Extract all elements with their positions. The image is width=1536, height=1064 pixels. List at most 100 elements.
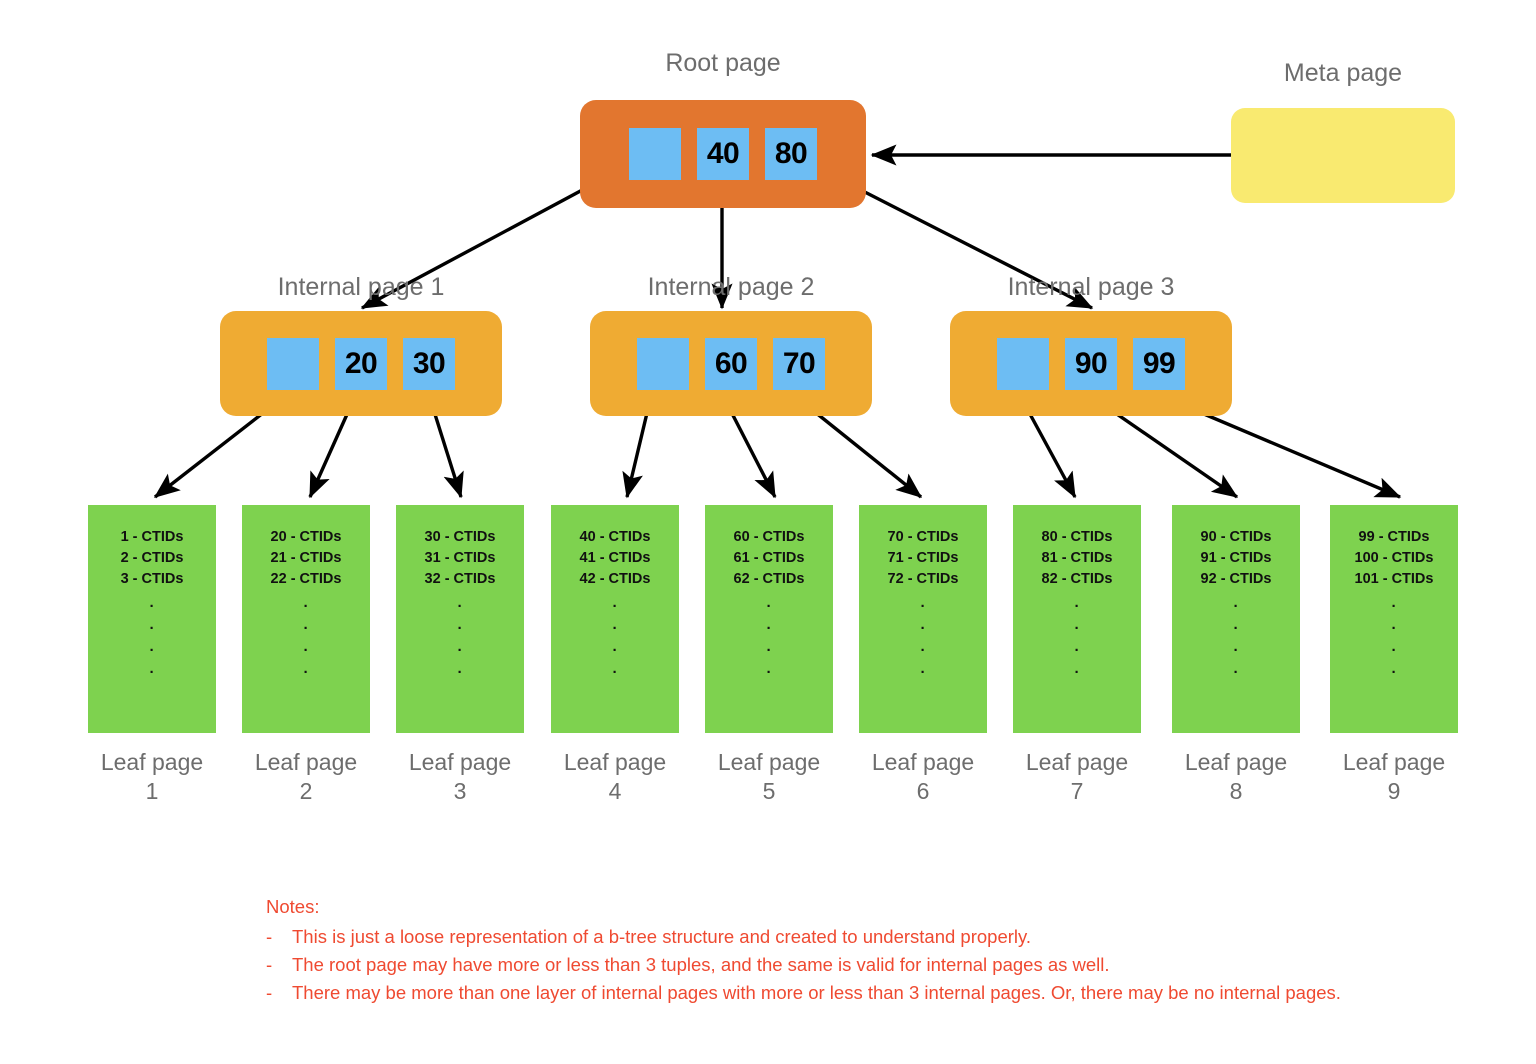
- notes-heading: Notes:: [266, 896, 320, 917]
- internal-page-2-tuple-2[interactable]: 70: [773, 337, 825, 390]
- leaf-page-9-caption: Leaf page 9: [1330, 748, 1458, 806]
- leaf-page-4[interactable]: 40 - CTIDs 41 - CTIDs 42 - CTIDs · · · ·: [551, 505, 679, 733]
- leaf-page-3[interactable]: 30 - CTIDs 31 - CTIDs 32 - CTIDs · · · ·: [396, 505, 524, 733]
- internal-page-1-title: Internal page 1: [277, 273, 445, 301]
- leaf-page-8-caption-line1: Leaf page: [1184, 749, 1288, 775]
- leaf-page-3-line-3: 32 - CTIDs: [424, 571, 496, 587]
- leaf-page-8[interactable]: 90 - CTIDs 91 - CTIDs 92 - CTIDs · · · ·: [1172, 505, 1300, 733]
- leaf-page-5-line-3: 62 - CTIDs: [733, 571, 805, 587]
- leaf-page-3-caption-line2: 3: [453, 778, 467, 804]
- note-bullet-2: -: [266, 954, 273, 975]
- leaf-page-6-caption-line1: Leaf page: [871, 749, 975, 775]
- leaf-page-9-caption-line2: 9: [1387, 778, 1401, 804]
- leaf-page-1-line-3: 3 - CTIDs: [120, 571, 184, 587]
- leaf-page-1-ellipsis: · · · ·: [149, 598, 155, 681]
- leaf-page-2-ellipsis: · · · ·: [303, 598, 309, 681]
- internal-page-1-tuple-row: 20 30: [267, 337, 455, 390]
- leaf-page-4-caption-line1: Leaf page: [563, 749, 667, 775]
- leaf-page-5-ellipsis: · · · ·: [766, 598, 772, 681]
- internal-page-3-tuple-1[interactable]: 90: [1065, 337, 1117, 390]
- leaf-page-8-line-3: 92 - CTIDs: [1200, 571, 1272, 587]
- note-item-2: - The root page may have more or less th…: [266, 951, 1386, 979]
- leaf-page-9[interactable]: 99 - CTIDs 100 - CTIDs 101 - CTIDs · · ·…: [1330, 505, 1458, 733]
- leaf-page-2[interactable]: 20 - CTIDs 21 - CTIDs 22 - CTIDs · · · ·: [242, 505, 370, 733]
- internal-page-3-title: Internal page 3: [1007, 273, 1175, 301]
- internal-page-2-title: Internal page 2: [647, 273, 815, 301]
- leaf-page-4-ellipsis: · · · ·: [612, 598, 618, 681]
- leaf-page-9-line-1: 99 - CTIDs: [1358, 529, 1430, 545]
- leaf-page-9-ellipsis: · · · ·: [1391, 598, 1397, 681]
- leaf-page-5[interactable]: 60 - CTIDs 61 - CTIDs 62 - CTIDs · · · ·: [705, 505, 833, 733]
- internal-page-1[interactable]: 20 30: [220, 311, 502, 416]
- internal-page-2-tuple-0[interactable]: [637, 337, 689, 390]
- leaf-page-8-caption: Leaf page 8: [1172, 748, 1300, 806]
- leaf-page-8-caption-line2: 8: [1229, 778, 1243, 804]
- note-bullet-1: -: [266, 926, 273, 947]
- leaf-page-5-caption-line1: Leaf page: [717, 749, 821, 775]
- leaf-page-4-line-1: 40 - CTIDs: [579, 529, 651, 545]
- leaf-page-3-caption: Leaf page 3: [396, 748, 524, 806]
- internal-page-1-tuple-2[interactable]: 30: [403, 337, 455, 390]
- leaf-page-3-line-2: 31 - CTIDs: [424, 550, 496, 566]
- leaf-page-7-line-2: 81 - CTIDs: [1041, 550, 1113, 566]
- leaf-page-2-line-1: 20 - CTIDs: [270, 529, 342, 545]
- leaf-page-2-caption-line1: Leaf page: [254, 749, 358, 775]
- internal-page-3[interactable]: 90 99: [950, 311, 1232, 416]
- leaf-page-2-caption-line2: 2: [299, 778, 313, 804]
- leaf-page-6-caption-line2: 6: [916, 778, 930, 804]
- leaf-page-1-line-1: 1 - CTIDs: [120, 529, 184, 545]
- leaf-page-7-line-3: 82 - CTIDs: [1041, 571, 1113, 587]
- note-text-3: There may be more than one layer of inte…: [292, 982, 1341, 1003]
- leaf-page-6[interactable]: 70 - CTIDs 71 - CTIDs 72 - CTIDs · · · ·: [859, 505, 987, 733]
- root-tuple-0[interactable]: [629, 128, 681, 180]
- leaf-page-9-line-3: 101 - CTIDs: [1354, 571, 1434, 587]
- note-bullet-3: -: [266, 982, 273, 1003]
- internal-page-2[interactable]: 60 70: [590, 311, 872, 416]
- leaf-page-6-line-1: 70 - CTIDs: [887, 529, 959, 545]
- leaf-page-3-ellipsis: · · · ·: [457, 598, 463, 681]
- leaf-page-2-line-3: 22 - CTIDs: [270, 571, 342, 587]
- root-tuple-1[interactable]: 40: [697, 128, 749, 180]
- leaf-page-5-line-1: 60 - CTIDs: [733, 529, 805, 545]
- root-page-title: Root page: [665, 49, 781, 77]
- meta-page[interactable]: [1231, 108, 1455, 203]
- meta-page-title: Meta page: [1283, 59, 1403, 87]
- leaf-page-7-caption-line2: 7: [1070, 778, 1084, 804]
- leaf-page-5-caption-line2: 5: [762, 778, 776, 804]
- leaf-page-5-line-2: 61 - CTIDs: [733, 550, 805, 566]
- internal-page-1-tuple-0[interactable]: [267, 337, 319, 390]
- root-tuple-2[interactable]: 80: [765, 128, 817, 180]
- leaf-page-6-line-3: 72 - CTIDs: [887, 571, 959, 587]
- leaf-page-9-caption-line1: Leaf page: [1342, 749, 1446, 775]
- leaf-page-7-line-1: 80 - CTIDs: [1041, 529, 1113, 545]
- leaf-page-6-ellipsis: · · · ·: [920, 598, 926, 681]
- leaf-page-1-line-2: 2 - CTIDs: [120, 550, 184, 566]
- leaf-page-8-line-1: 90 - CTIDs: [1200, 529, 1272, 545]
- internal-page-2-tuple-row: 60 70: [637, 337, 825, 390]
- leaf-page-4-caption-line2: 4: [608, 778, 622, 804]
- note-item-3: - There may be more than one layer of in…: [266, 979, 1386, 1007]
- leaf-page-4-line-2: 41 - CTIDs: [579, 550, 651, 566]
- leaf-page-1[interactable]: 1 - CTIDs 2 - CTIDs 3 - CTIDs · · · ·: [88, 505, 216, 733]
- leaf-page-4-caption: Leaf page 4: [551, 748, 679, 806]
- leaf-page-8-line-2: 91 - CTIDs: [1200, 550, 1272, 566]
- internal-page-3-tuple-2[interactable]: 99: [1133, 337, 1185, 390]
- leaf-page-5-caption: Leaf page 5: [705, 748, 833, 806]
- root-page[interactable]: 40 80: [580, 100, 866, 208]
- leaf-page-3-line-1: 30 - CTIDs: [424, 529, 496, 545]
- leaf-page-6-caption: Leaf page 6: [859, 748, 987, 806]
- leaf-page-2-line-2: 21 - CTIDs: [270, 550, 342, 566]
- leaf-page-7-caption: Leaf page 7: [1013, 748, 1141, 806]
- leaf-page-1-caption-line2: 1: [145, 778, 159, 804]
- note-text-1: This is just a loose representation of a…: [292, 926, 1032, 947]
- root-tuple-row: 40 80: [629, 128, 817, 180]
- internal-page-2-tuple-1[interactable]: 60: [705, 337, 757, 390]
- leaf-page-1-caption: Leaf page 1: [88, 748, 216, 806]
- internal-page-3-tuple-0[interactable]: [997, 337, 1049, 390]
- leaf-page-3-caption-line1: Leaf page: [408, 749, 512, 775]
- leaf-page-9-line-2: 100 - CTIDs: [1354, 550, 1434, 566]
- note-text-2: The root page may have more or less than…: [292, 954, 1110, 975]
- internal-page-1-tuple-1[interactable]: 20: [335, 337, 387, 390]
- leaf-page-7[interactable]: 80 - CTIDs 81 - CTIDs 82 - CTIDs · · · ·: [1013, 505, 1141, 733]
